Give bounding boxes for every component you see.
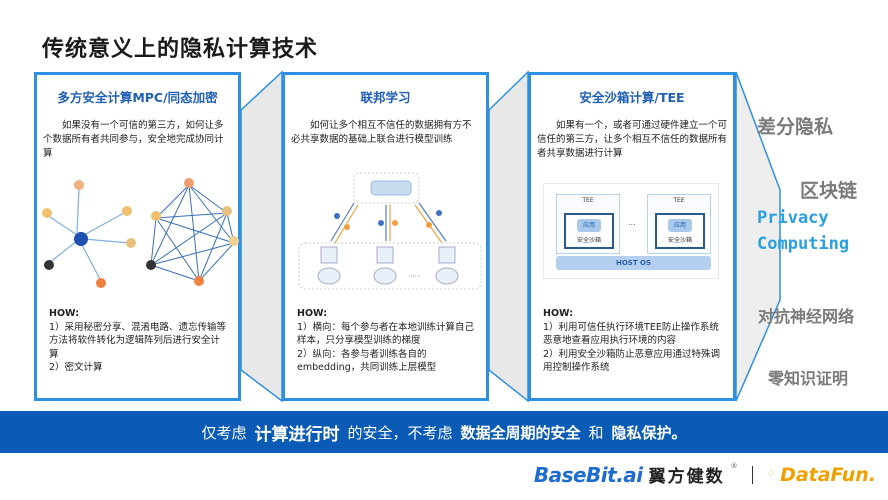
panel-tee: 安全沙箱计算/TEE 如果有一个，或者可通过硬件建立一个可信任的第三方，让多个相… <box>528 72 736 401</box>
tee-diagram: TEE 应用 安全沙箱 ... TEE 应用 安全沙箱 HOST OS <box>543 183 719 279</box>
datafun-dots-icon: ⁘ <box>766 469 775 480</box>
tee-box: TEE 应用 安全沙箱 <box>556 194 620 254</box>
panel-description: 如果有一个，或者可通过硬件建立一个可信任的第三方，让多个相互不信任的数据所有者共… <box>537 120 728 159</box>
tee-box: TEE 应用 安全沙箱 <box>647 194 711 254</box>
sandbox-box: 应用 安全沙箱 <box>564 213 614 249</box>
how-item: 2）利用安全沙箱防止恶意应用通过特殊调用控制操作系统 <box>543 348 721 374</box>
sandbox-box: 应用 安全沙箱 <box>655 213 705 249</box>
how-section: HOW: 1）横向：每个参与者在本地训练计算自己样本，只分享模型训练的梯度 2）… <box>297 307 476 375</box>
panel-federated-learning: 联邦学习 如何让多个相互不信任的数据拥有方不必共享数据的基础上联合进行模型训练 … <box>282 72 489 401</box>
mpc-network-diagram <box>42 178 239 288</box>
panel-description: 如果没有一个可信的第三方，如何让多个数据所有者共同参与，安全地完成协同计算 <box>43 120 224 159</box>
label-adversarial-nn: 对抗神经网络 <box>758 307 855 326</box>
app-box: 应用 <box>577 219 601 232</box>
ellipsis: ... <box>628 218 636 227</box>
basebit-cn-logo: 翼方健数 <box>648 467 725 487</box>
how-item: 2）密文计算 <box>49 362 103 373</box>
how-label: HOW: <box>543 308 574 319</box>
how-label: HOW: <box>297 308 328 319</box>
logo-divider <box>751 465 753 484</box>
page-title: 传统意义上的隐私计算技术 <box>42 37 319 62</box>
datafun-logo: DataFun. <box>780 463 876 486</box>
how-item: 2）纵向：各参与者训练各自的embedding，共同训练上层模型 <box>297 348 437 374</box>
label-blockchain: 区块链 <box>800 180 858 202</box>
how-item: 1）采用秘密分享、混淆电路、遗忘传输等方法将软件转化为逻辑阵列后进行安全计算 <box>49 321 227 360</box>
federated-learning-diagram <box>298 172 482 290</box>
panel-description: 如何让多个相互不信任的数据拥有方不必共享数据的基础上联合进行模型训练 <box>291 120 472 145</box>
how-item: 1）利用可信任执行环境TEE防止操作系统恶意地查看应用执行环境的内容 <box>543 321 719 347</box>
how-section: HOW: 1）采用秘密分享、混淆电路、遗忘传输等方法将软件转化为逻辑阵列后进行安… <box>49 307 228 375</box>
summary-banner: 仅考虑 计算进行时 的安全，不考虑 数据全周期的安全 和 隐私保护。 <box>0 411 888 453</box>
how-section: HOW: 1）利用可信任执行环境TEE防止操作系统恶意地查看应用执行环境的内容 … <box>543 307 723 375</box>
panel-title: 联邦学习 <box>360 90 411 105</box>
how-item: 1）横向：每个参与者在本地训练计算自己样本，只分享模型训练的梯度 <box>297 321 475 347</box>
label-zero-knowledge: 零知识证明 <box>768 369 849 388</box>
panel-title: 安全沙箱计算/TEE <box>579 90 685 105</box>
host-os-bar: HOST OS <box>556 256 711 270</box>
basebit-logo: BaseBit.ai <box>533 462 643 487</box>
panel-title: 多方安全计算MPC/同态加密 <box>57 90 218 105</box>
how-label: HOW: <box>49 308 80 319</box>
panel-mpc: 多方安全计算MPC/同态加密 如果没有一个可信的第三方，如何让多个数据所有者共同… <box>34 72 241 401</box>
app-box: 应用 <box>668 219 692 232</box>
footer-logos: BaseBit.ai 翼方健数 ® ⁘ DataFun. <box>534 462 876 487</box>
label-differential-privacy: 差分隐私 <box>757 116 834 138</box>
label-privacy-computing: Privacy Computing <box>757 208 850 254</box>
registered-mark: ® <box>730 462 738 470</box>
